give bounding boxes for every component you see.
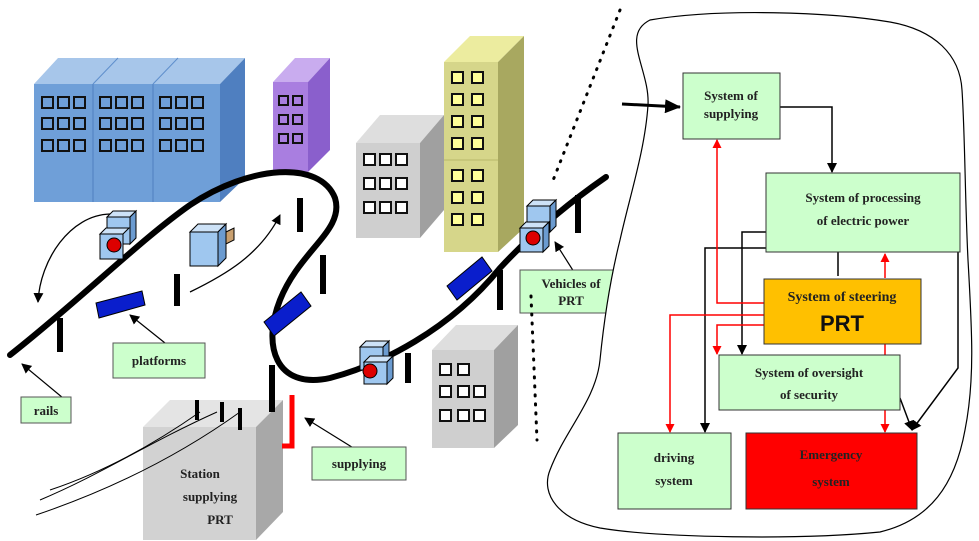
steering-line2: PRT <box>820 311 865 336</box>
station-building <box>35 400 283 540</box>
box-driving: driving system <box>617 432 732 510</box>
supplying-label: supplying <box>332 456 387 471</box>
box-emergency: Emergency system <box>745 432 918 510</box>
callout-supplying: supplying <box>304 417 407 481</box>
platforms-label: platforms <box>132 353 186 368</box>
station-label-line2: supplying <box>183 489 238 504</box>
processing-line1: System of processing <box>805 190 921 205</box>
incoming-arrow <box>621 99 681 114</box>
vehicle-4 <box>518 198 558 254</box>
processing-line2: of electric power <box>817 213 910 228</box>
vehicles-label-line1: Vehicles of <box>541 276 601 291</box>
zoom-lines <box>529 8 622 442</box>
vehicle-3 <box>358 339 395 386</box>
gray-building-middle <box>356 115 444 238</box>
vehicle-2 <box>188 222 235 268</box>
purple-building <box>273 58 330 172</box>
box-steering: System of steering PRT <box>763 278 922 345</box>
box-supplying: System of supplying <box>682 72 781 140</box>
vehicle-1 <box>98 209 138 260</box>
blue-building <box>34 57 245 202</box>
station-label-line3: PRT <box>207 512 233 527</box>
supplying-line2: supplying <box>704 106 759 121</box>
driving-line1: driving <box>654 450 695 465</box>
supply-line <box>282 395 295 449</box>
callout-rails: rails <box>20 363 72 424</box>
emergency-line2: system <box>812 474 850 489</box>
connectors-black <box>700 106 959 433</box>
rail-track <box>7 169 609 383</box>
rail-pillars <box>57 195 581 412</box>
station-label: Station supplying PRT <box>180 466 237 527</box>
motion-arrows <box>33 213 281 303</box>
oversight-line1: System of oversight <box>755 365 864 380</box>
platforms <box>95 256 493 337</box>
rails-label: rails <box>34 403 59 418</box>
oversight-line2: of security <box>780 387 839 402</box>
emergency-line1: Emergency <box>800 447 863 462</box>
supplying-line1: System of <box>704 88 758 103</box>
callout-platforms: platforms <box>112 314 206 379</box>
khaki-building <box>444 36 524 252</box>
steering-line1: System of steering <box>788 290 897 305</box>
driving-line2: system <box>655 473 693 488</box>
station-label-line1: Station <box>180 466 221 481</box>
box-oversight: System of oversight of security <box>718 354 901 411</box>
vehicles-label-line2: PRT <box>558 293 584 308</box>
gray-building-lower <box>432 325 518 448</box>
box-processing: System of processing of electric power <box>765 172 961 253</box>
callout-vehicles: Vehicles of PRT <box>519 241 623 314</box>
